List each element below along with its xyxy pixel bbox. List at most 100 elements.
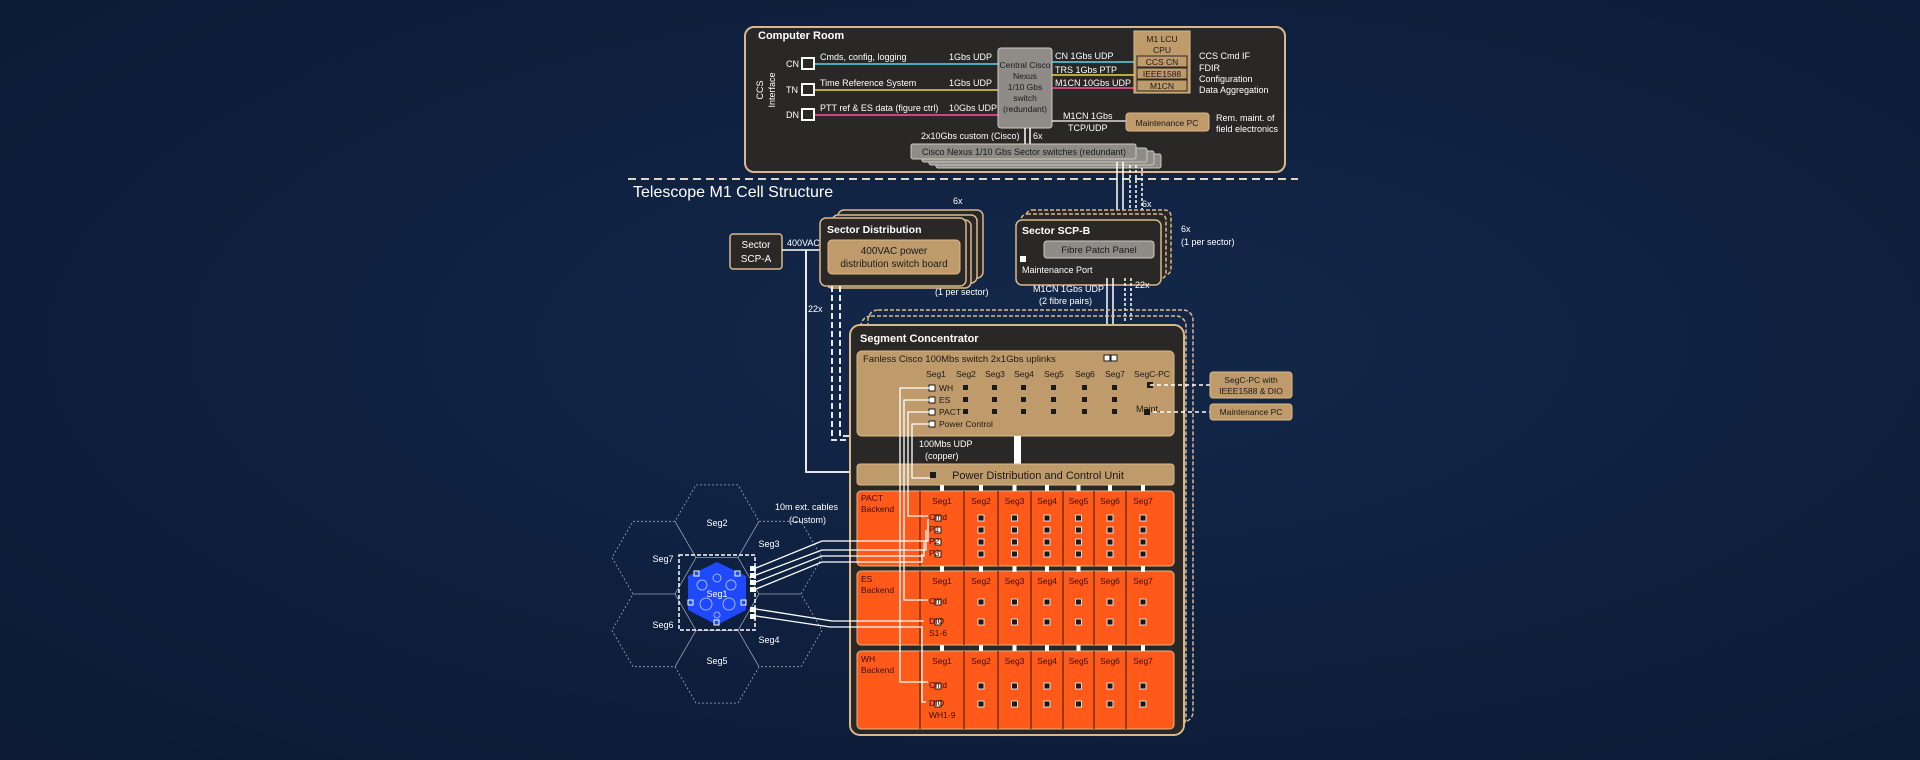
backend-header-seg3: Seg3 xyxy=(1005,656,1025,666)
backend-link xyxy=(1076,645,1081,651)
backend-port xyxy=(1139,526,1147,534)
svg-text:Rem. maint. of: Rem. maint. of xyxy=(1216,113,1275,123)
sector-scpa xyxy=(729,233,783,270)
backend-port xyxy=(1106,598,1114,606)
backend-port xyxy=(1075,700,1082,708)
switch-port xyxy=(1082,385,1087,390)
backend-header-seg4: Seg4 xyxy=(1037,496,1057,506)
backend-port xyxy=(1011,618,1018,626)
hex-seg5 xyxy=(674,630,760,704)
svg-text:10m ext. cables: 10m ext. cables xyxy=(775,502,839,512)
svg-text:Backend: Backend xyxy=(861,504,894,514)
backend-port xyxy=(977,700,985,708)
svg-text:CCS CN: CCS CN xyxy=(1146,57,1179,67)
svg-text:FDIR: FDIR xyxy=(1199,63,1220,73)
backend-link xyxy=(1108,645,1112,651)
svg-text:6x: 6x xyxy=(953,196,963,206)
backend-port xyxy=(977,514,985,522)
sector-switches xyxy=(910,143,1137,160)
backend-header-seg2: Seg2 xyxy=(971,576,991,586)
backend-link xyxy=(1141,645,1145,651)
svg-text:WH1-9: WH1-9 xyxy=(929,710,956,720)
backend-link xyxy=(1045,645,1049,651)
switch-header-seg2: Seg2 xyxy=(956,369,976,379)
backend-header-seg4: Seg4 xyxy=(1037,656,1057,666)
svg-text:CCS Cmd IF: CCS Cmd IF xyxy=(1199,51,1251,61)
backend-labels: Cmd P1 P2 P3 Cmd DIO S1-6 Cmd DIO WH1-9 xyxy=(929,512,956,720)
svg-text:P1: P1 xyxy=(929,524,940,534)
svg-text:PACT: PACT xyxy=(861,493,883,503)
svg-text:Maintenance Port: Maintenance Port xyxy=(1022,265,1093,275)
switch-header-seg1: Seg1 xyxy=(926,369,946,379)
sector-link-label: 2x10Gbs custom (Cisco) xyxy=(921,131,1020,141)
svg-text:DIO: DIO xyxy=(929,616,945,626)
backend-header-seg1: Seg1 xyxy=(932,576,952,586)
backend-port xyxy=(977,618,985,626)
svg-text:400VAC: 400VAC xyxy=(787,238,820,248)
svg-text:Backend: Backend xyxy=(861,585,894,595)
svg-text:M1CN 1Gbs UDP: M1CN 1Gbs UDP xyxy=(1033,284,1104,294)
svg-text:IEEE1588 & DIO: IEEE1588 & DIO xyxy=(1219,386,1283,396)
backend-port xyxy=(1139,514,1147,522)
pdcu-link xyxy=(979,485,983,491)
switch-port xyxy=(963,409,968,414)
switch-port xyxy=(1082,397,1087,402)
svg-text:SegC-PC with: SegC-PC with xyxy=(1224,375,1278,385)
backend-link xyxy=(1012,566,1017,572)
backend-port xyxy=(1011,514,1018,522)
out-m1cn-label: M1CN 10Gbs UDP xyxy=(1055,78,1131,88)
backend-port xyxy=(1011,700,1018,708)
dn-desc: PTT ref & ES data (figure ctrl) xyxy=(820,103,938,113)
backend-header-seg7: Seg7 xyxy=(1133,576,1153,586)
backend-port xyxy=(1106,618,1114,626)
backend-header-seg1: Seg1 xyxy=(932,496,952,506)
switch-header-segc-pc: SegC-PC xyxy=(1134,369,1170,379)
backend-port xyxy=(934,618,942,626)
backend-header-seg6: Seg6 xyxy=(1100,656,1120,666)
backend-port xyxy=(977,598,985,606)
svg-text:Sector Distribution: Sector Distribution xyxy=(827,224,922,236)
backend-port xyxy=(1075,682,1082,690)
svg-text:Cisco Nexus 1/10 Gbs Sector sw: Cisco Nexus 1/10 Gbs Sector switches (re… xyxy=(922,147,1126,157)
backend-port xyxy=(1139,538,1147,546)
segment-1-detail: Seg1 xyxy=(678,554,756,631)
backend-port xyxy=(934,700,942,708)
switch-row-label: ES xyxy=(939,395,951,405)
switch-port xyxy=(1021,385,1026,390)
svg-text:(Custom): (Custom) xyxy=(789,515,826,525)
svg-text:1/10 Gbs: 1/10 Gbs xyxy=(1008,82,1043,92)
svg-text:Configuration: Configuration xyxy=(1199,74,1253,84)
svg-text:TCP/UDP: TCP/UDP xyxy=(1068,123,1108,133)
svg-text:400VAC power: 400VAC power xyxy=(861,246,928,257)
switch-port xyxy=(1051,397,1056,402)
svg-text:P3: P3 xyxy=(929,548,940,558)
svg-text:6x: 6x xyxy=(1181,224,1191,234)
hex-label-seg4: Seg4 xyxy=(758,635,779,645)
backend-port xyxy=(1106,538,1114,546)
backend-port xyxy=(1011,550,1018,558)
svg-text:distribution switch board: distribution switch board xyxy=(840,259,947,270)
switch-port xyxy=(963,397,968,402)
svg-text:100Mbs UDP: 100Mbs UDP xyxy=(919,439,973,449)
backend-port xyxy=(1075,526,1082,534)
backend-port xyxy=(1139,598,1147,606)
backend-port xyxy=(934,598,942,606)
backend-port xyxy=(1106,526,1114,534)
backend-port xyxy=(1043,682,1051,690)
switch-port xyxy=(1051,409,1056,414)
switch-port xyxy=(992,409,997,414)
pdcu-link xyxy=(1108,485,1112,491)
svg-text:SCP-A: SCP-A xyxy=(741,254,772,265)
dn-speed: 10Gbs UDP xyxy=(949,103,997,113)
svg-text:WH: WH xyxy=(861,654,875,664)
backend-port xyxy=(1139,682,1147,690)
backend-port xyxy=(1075,538,1082,546)
hex-label-seg5: Seg5 xyxy=(706,656,727,666)
backend-port xyxy=(977,682,985,690)
hex-label-seg2: Seg2 xyxy=(706,518,727,528)
hex-seg6 xyxy=(611,593,697,668)
svg-text:M1 LCU: M1 LCU xyxy=(1146,34,1177,44)
svg-text:(1 per sector): (1 per sector) xyxy=(1181,237,1235,247)
svg-text:(copper): (copper) xyxy=(925,451,959,461)
